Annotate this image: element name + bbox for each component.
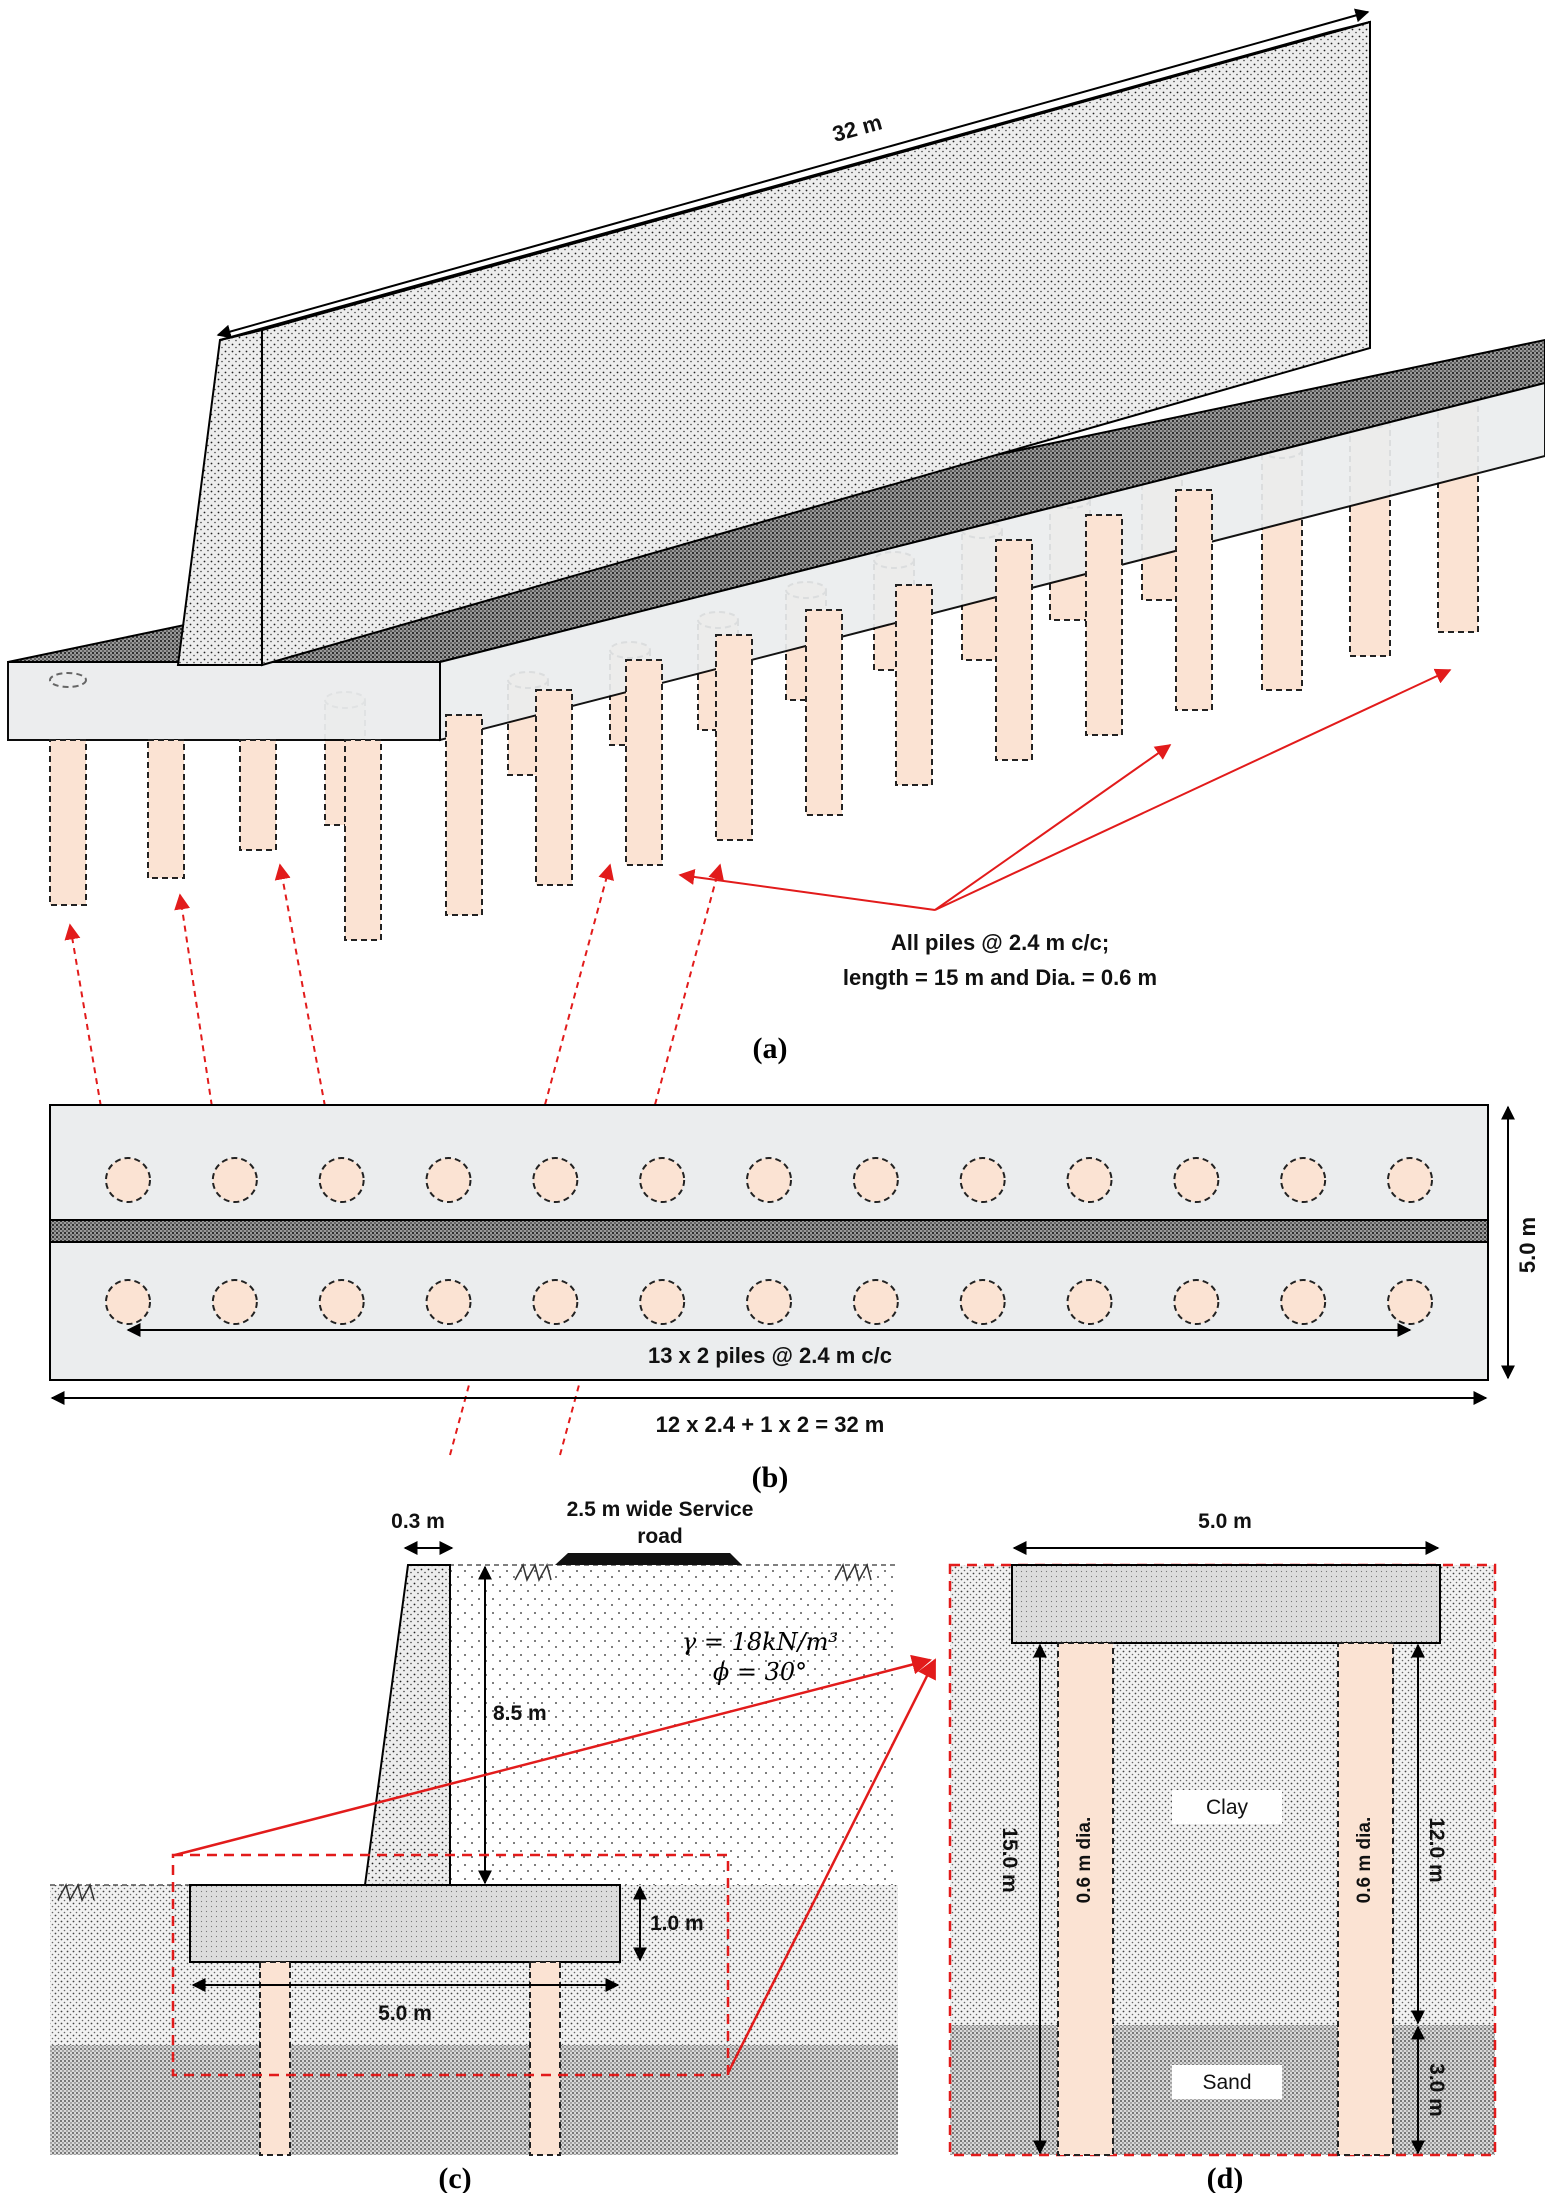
front-pile [995, 539, 1033, 761]
front-pile [147, 739, 185, 879]
plan-wall-strip [49, 1219, 1489, 1243]
base-width-label: 5.0 m [378, 2002, 432, 2025]
unit-weight-label: γ = 18kN/m³ [682, 1628, 838, 1656]
pile-length-label: 15.0 m [998, 1827, 1021, 1892]
height-label: 8.5 m [493, 1702, 547, 1725]
front-piles [49, 489, 1213, 941]
panel-a-caption: (a) [753, 1032, 788, 1065]
length-dimension-arrow [216, 8, 1370, 339]
zoom-box [171, 1853, 730, 2077]
base-slab-front [7, 661, 441, 741]
clay-depth-label: 12.0 m [1425, 1817, 1448, 1882]
base-thickness-label: 1.0 m [650, 1912, 704, 1935]
plan-piles [105, 1157, 1433, 1325]
plan-pile [1280, 1279, 1327, 1325]
plan-pile [1173, 1279, 1220, 1325]
panel-b-caption: (b) [752, 1461, 789, 1494]
panel-d-caption: (d) [1207, 2162, 1244, 2193]
panel-b-plan: 13 x 2 piles @ 2.4 m c/c 12 x 2.4 + 1 x … [49, 1104, 1540, 1494]
stem-width-label: 0.3 m [391, 1510, 445, 1533]
length-label: 32 m [830, 109, 885, 146]
service-road [555, 1553, 742, 1565]
plan-pile [211, 1157, 258, 1203]
plan-pile [425, 1279, 472, 1325]
section-pile-right [529, 1961, 561, 2156]
plan-pile [105, 1157, 151, 1203]
plan-pile [959, 1279, 1006, 1325]
plan-pile [639, 1157, 686, 1203]
sand-depth-label: 3.0 m [1425, 2063, 1448, 2117]
front-pile [1085, 514, 1123, 736]
sand-label-bg [1172, 2065, 1282, 2099]
detail-pile-left [1057, 1642, 1114, 2156]
plan-pile [1066, 1157, 1113, 1203]
plan-pile [852, 1279, 899, 1325]
plan-pile [318, 1279, 365, 1325]
plan-width-label: 5.0 m [1515, 1217, 1540, 1273]
front-pile [1175, 489, 1213, 711]
front-pile [445, 714, 483, 916]
front-pile [715, 634, 753, 841]
front-pile [239, 739, 277, 851]
road-label-line2: road [637, 1525, 683, 1548]
plan-pile [532, 1279, 579, 1325]
backfill-soil [448, 1565, 898, 1885]
clay-label: Clay [1206, 1796, 1249, 1819]
pile-left-diameter-label: 0.6 m dia. [1074, 1817, 1095, 1904]
plan-pile [318, 1157, 365, 1203]
plan-pile [959, 1157, 1006, 1203]
plan-pile [1280, 1157, 1327, 1203]
section-base-slab [189, 1884, 621, 1963]
plan-pile [1066, 1279, 1113, 1325]
pile-note-line1: All piles @ 2.4 m c/c; [891, 930, 1109, 955]
clay-label-bg [1172, 1790, 1282, 1824]
detail-pile-right [1337, 1642, 1394, 2156]
plan-pile [211, 1279, 258, 1325]
cap-width-label: 5.0 m [1198, 1510, 1252, 1533]
panel-d-detail: 5.0 m 0.6 m dia. 0.6 m dia. 15.0 m 12.0 … [948, 1510, 1497, 2193]
front-pile [805, 609, 843, 816]
note-arrows [678, 668, 1452, 911]
pile-note-line2: length = 15 m and Dia. = 0.6 m [843, 965, 1157, 990]
plan-pile [1387, 1279, 1433, 1325]
lower-soil [50, 2045, 898, 2155]
plan-pile [746, 1157, 792, 1203]
front-pile [344, 739, 382, 941]
total-length-label: 12 x 2.4 + 1 x 2 = 32 m [656, 1412, 885, 1437]
wall-stem-side [176, 328, 263, 666]
pile-spacing-label: 13 x 2 piles @ 2.4 m c/c [648, 1343, 892, 1368]
front-pile [49, 672, 87, 906]
plan-pile [639, 1279, 686, 1325]
pile-right-diameter-label: 0.6 m dia. [1354, 1817, 1375, 1904]
section-pile-left [259, 1961, 291, 2156]
front-pile [625, 659, 663, 866]
plan-pile [746, 1279, 792, 1325]
detail-pile-cap [1011, 1564, 1441, 1644]
panel-c-caption: (c) [438, 2162, 471, 2193]
panel-c-section: 2.5 m wide Service road 0.3 m 8.5 m γ = … [50, 1498, 937, 2193]
plan-pile [1387, 1157, 1433, 1203]
panel-a-isometric: 32 m All piles @ 2.4 m c/c; length = 15 … [7, 8, 1545, 1456]
plan-pile [105, 1279, 151, 1325]
plan-pile [425, 1157, 472, 1203]
road-label-line1: 2.5 m wide Service [567, 1498, 754, 1521]
front-pile [535, 689, 573, 886]
friction-angle-label: ϕ = 30° [713, 1658, 807, 1686]
front-pile [895, 584, 933, 786]
plan-pile [1173, 1157, 1220, 1203]
plan-pile [532, 1157, 579, 1203]
section-stem [363, 1564, 451, 1886]
sand-label: Sand [1202, 2071, 1251, 2094]
plan-pile [852, 1157, 899, 1203]
